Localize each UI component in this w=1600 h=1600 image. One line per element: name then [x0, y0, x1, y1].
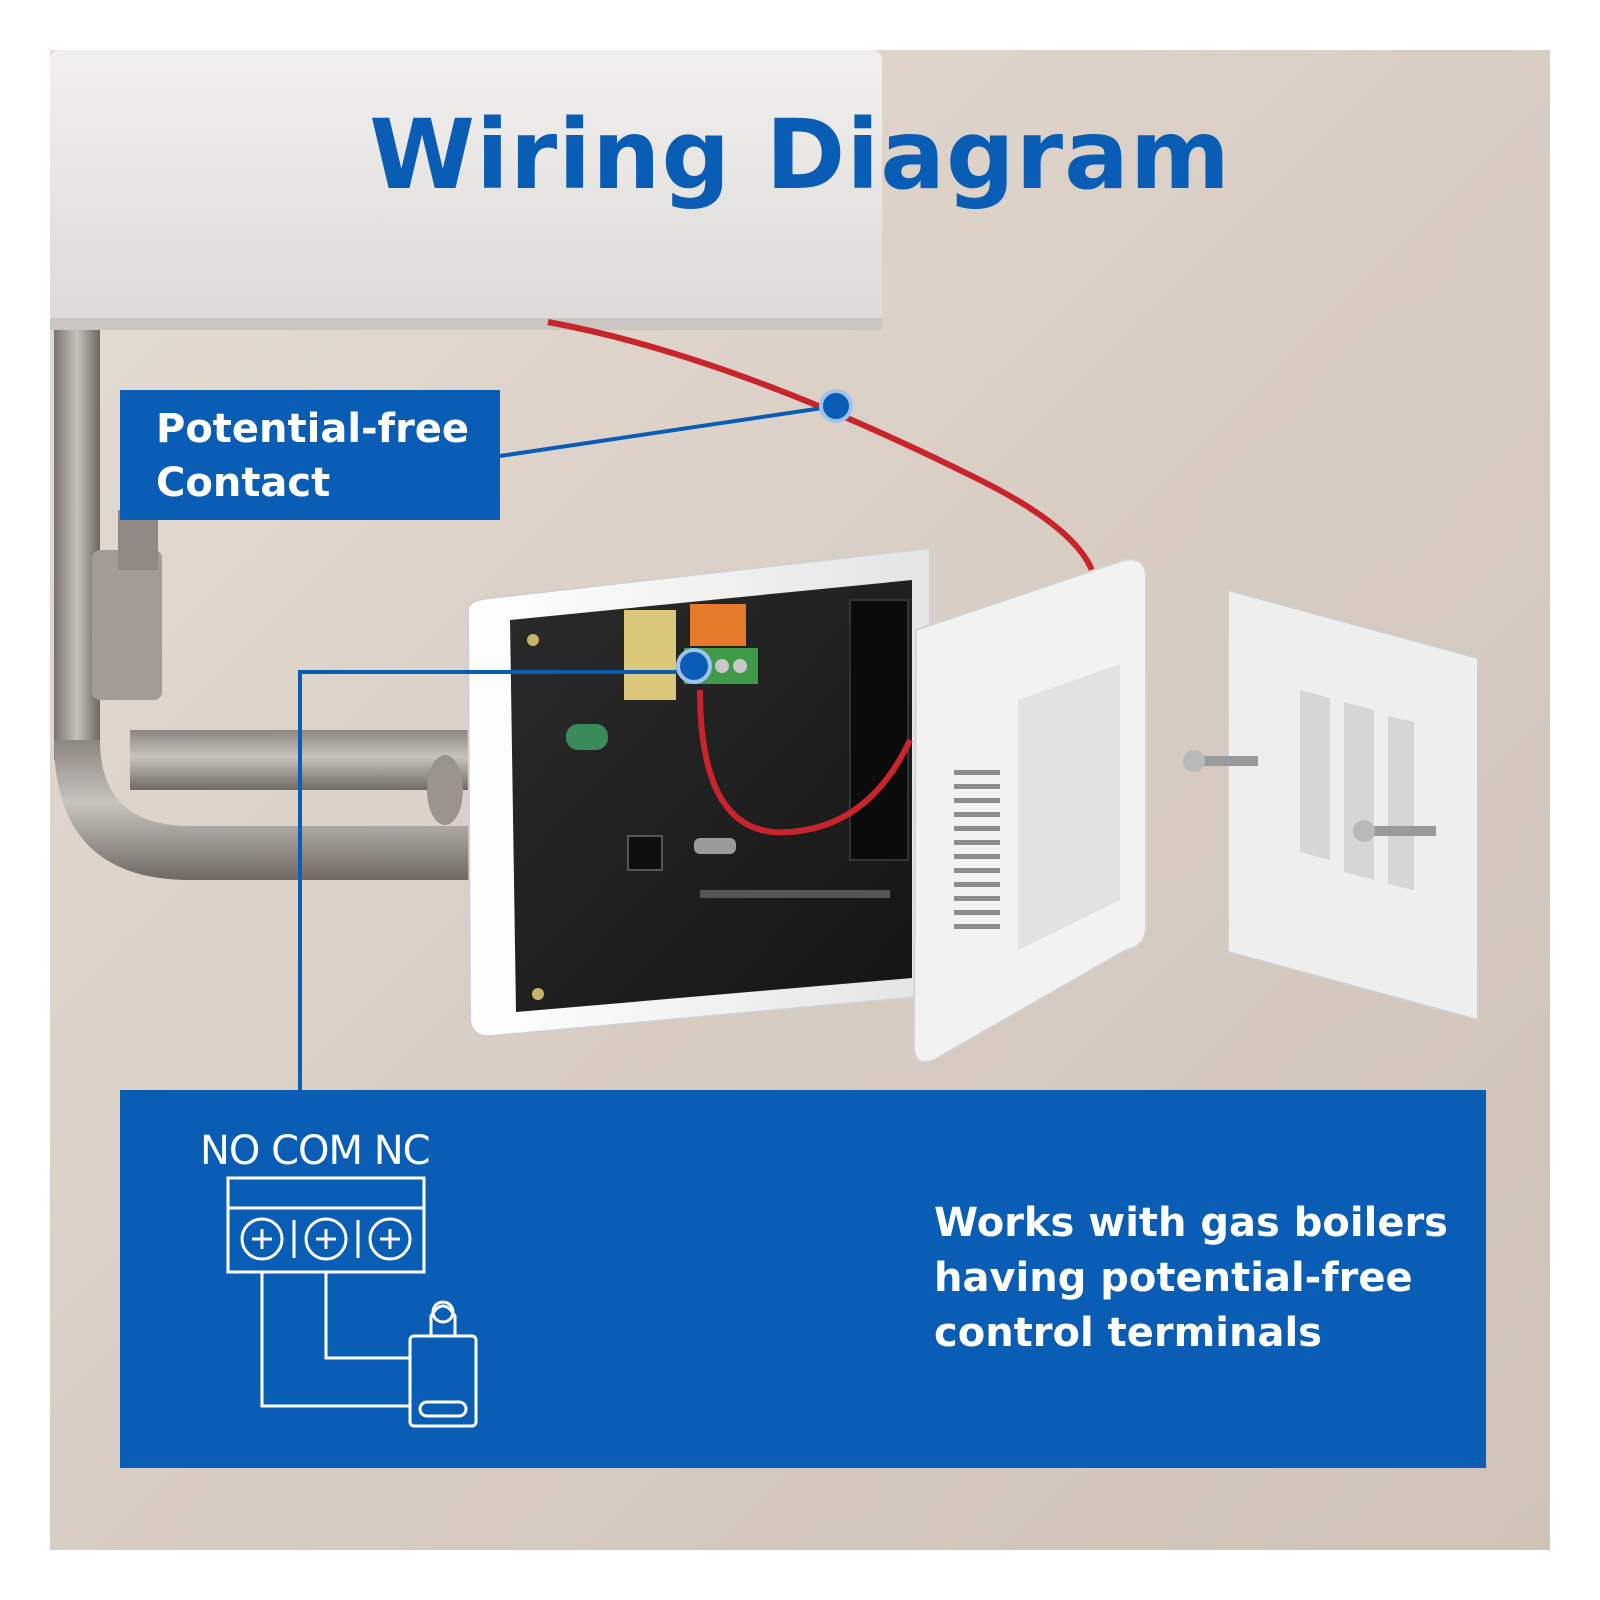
pcb-board — [510, 580, 912, 1012]
wifi-module — [624, 610, 676, 700]
vent-slots — [954, 770, 1000, 929]
terminal-screw-3 — [733, 659, 747, 673]
terminal-labels: NO COM NC — [200, 1128, 431, 1174]
pcb-mount-2 — [532, 988, 544, 1000]
page-title: Wiring Diagram — [369, 99, 1231, 211]
callout-line-2: Contact — [156, 460, 331, 506]
terminal-leader-line — [298, 670, 694, 1090]
boiler-body — [50, 50, 882, 328]
pin-header — [700, 890, 890, 898]
no-wire — [260, 1272, 410, 1408]
description-line-1: Works with gas boilers — [934, 1200, 1448, 1246]
terminal-screw-2 — [715, 659, 729, 673]
internal-red-wire — [697, 689, 913, 836]
mounting-plate-slot-1 — [1300, 690, 1330, 860]
pcb-mount-1 — [527, 634, 539, 646]
boiler-bottom-edge — [50, 318, 882, 330]
screw-left — [1183, 750, 1258, 772]
potential-free-contact-callout: Potential-free Contact — [120, 390, 500, 520]
pipe-elbow — [54, 740, 470, 880]
panel-description: Works with gas boilers having potential-… — [934, 1196, 1464, 1376]
description-line-2: having potential-free — [934, 1255, 1413, 1301]
com-wire — [324, 1272, 410, 1360]
pipe-fitting — [118, 510, 158, 570]
pipe-end — [427, 755, 463, 825]
chip — [627, 835, 663, 871]
callout-leader-line — [499, 404, 837, 458]
thermostat-back-inner — [1018, 664, 1120, 950]
capacitor — [566, 724, 608, 750]
battery-holder — [849, 599, 909, 861]
usb-port — [694, 838, 736, 854]
pipe-valve — [92, 550, 162, 700]
description-line-3: control terminals — [934, 1310, 1322, 1356]
callout-line-1: Potential-free — [156, 406, 470, 452]
callout-leader-dot — [819, 389, 853, 423]
mounting-plate-slot-3 — [1388, 716, 1414, 890]
screw-terminal-block-icon — [226, 1176, 426, 1274]
screw-right — [1353, 820, 1436, 842]
relay — [690, 604, 746, 646]
terminal-leader-dot — [676, 648, 712, 684]
gas-boiler-icon — [408, 1300, 478, 1428]
